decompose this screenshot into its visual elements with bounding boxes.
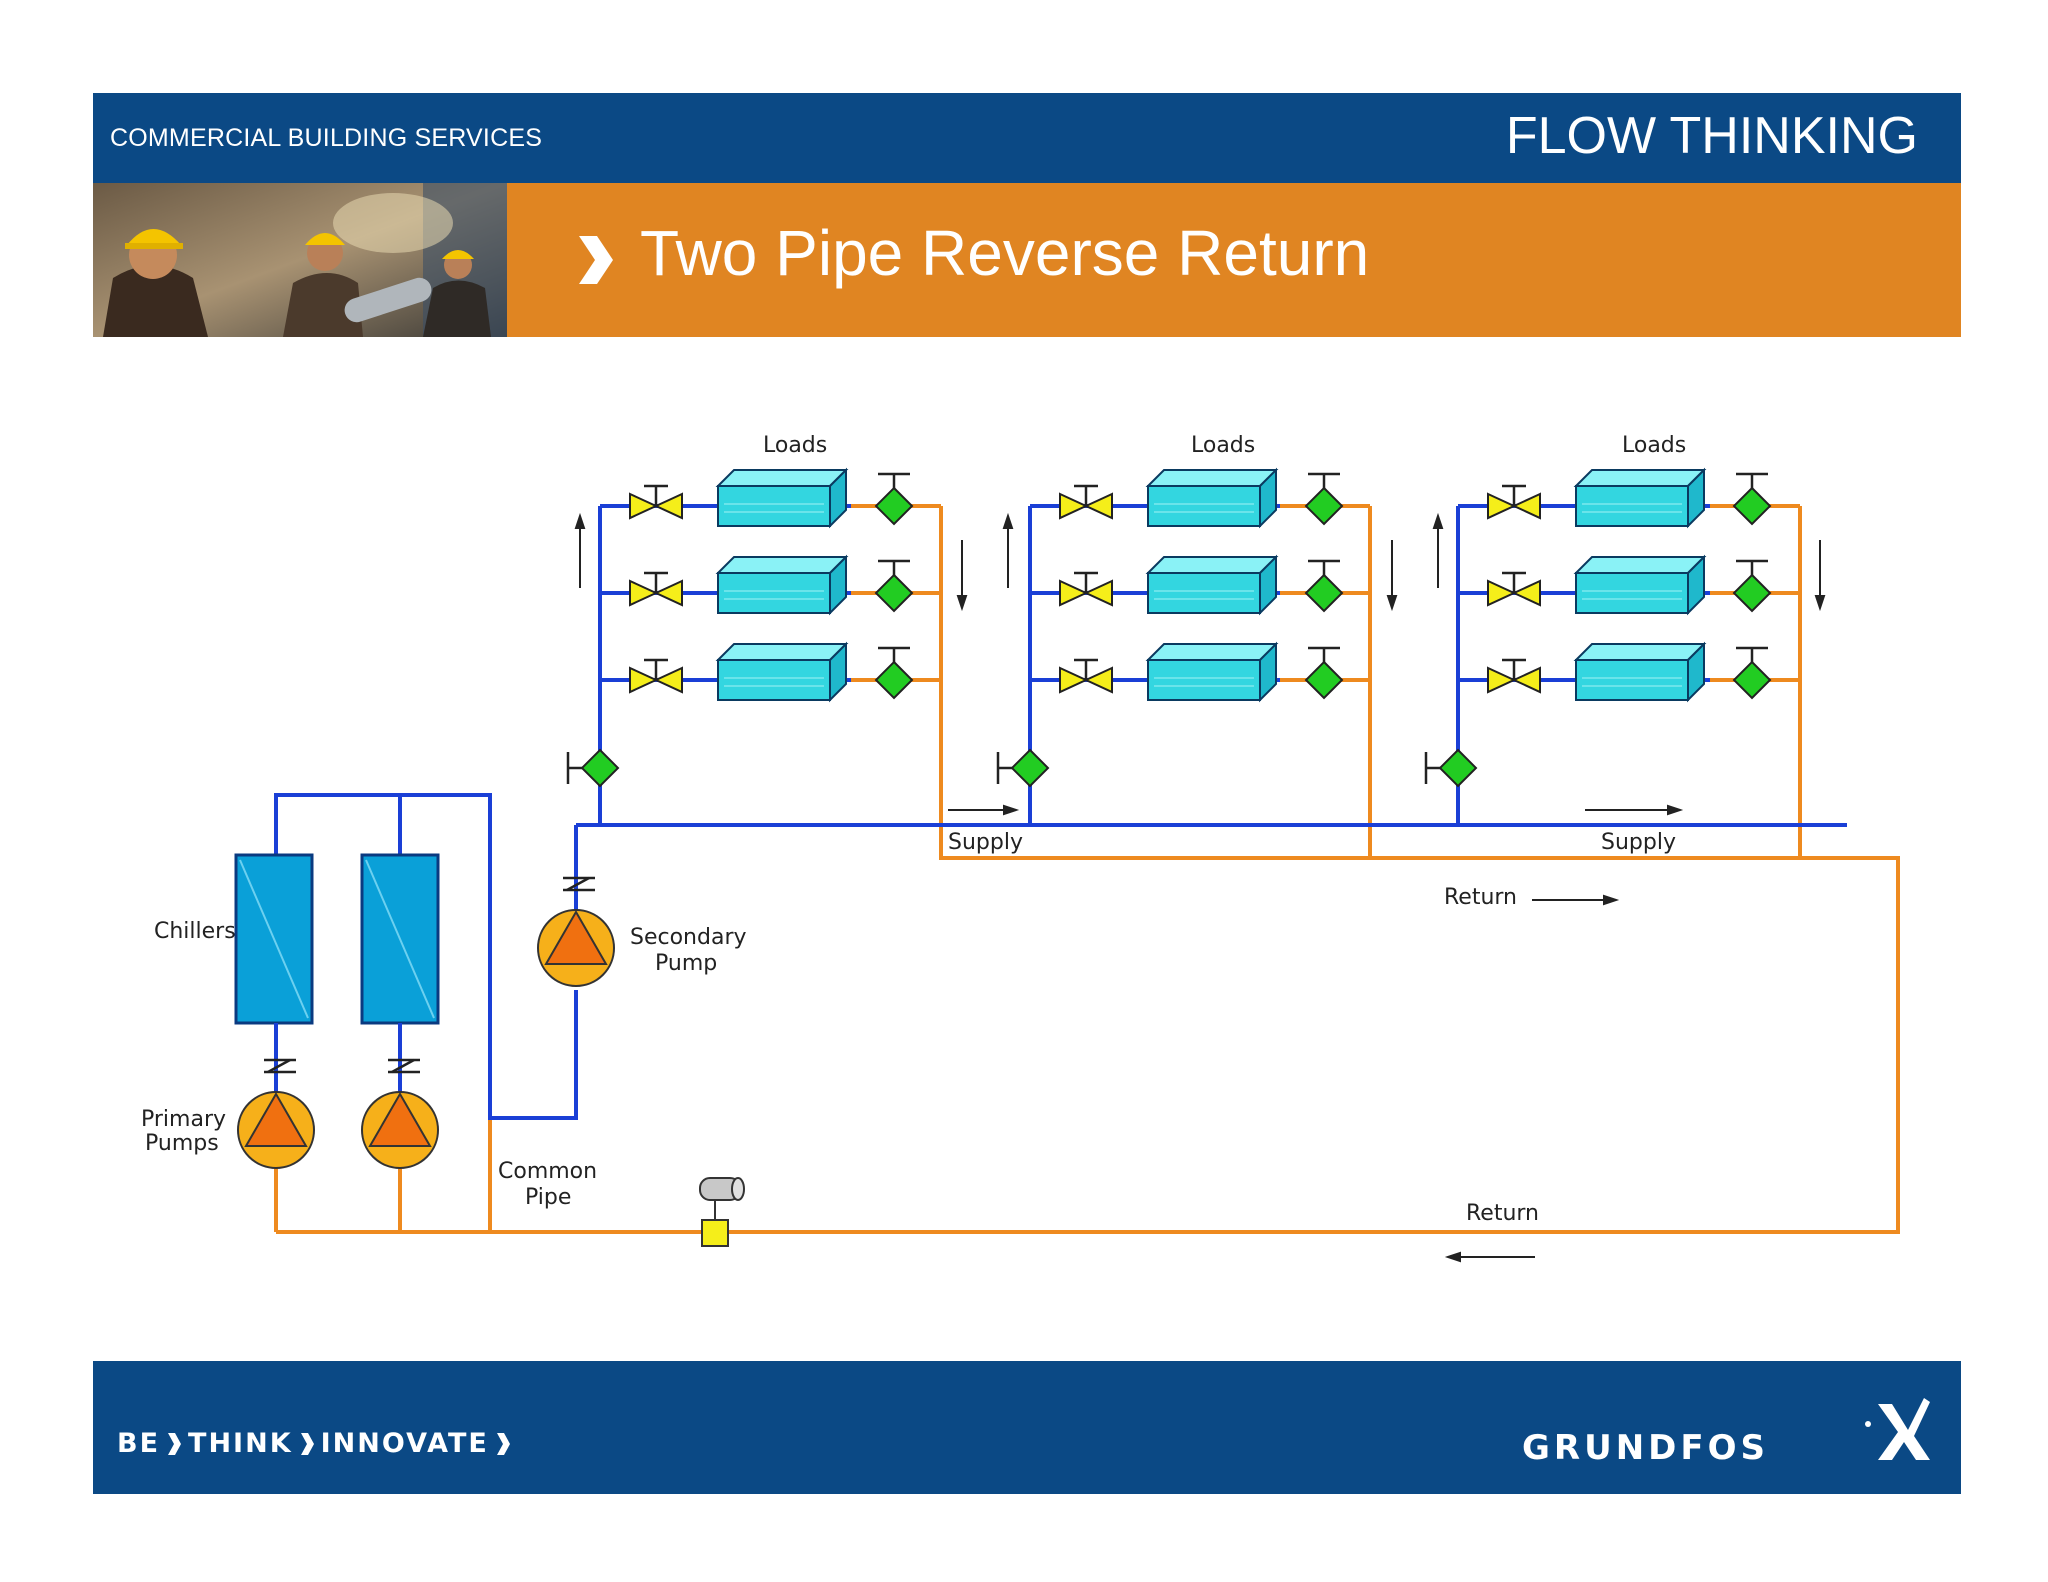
return-label-2: Return <box>1466 1201 1539 1226</box>
coil-unit-icon <box>1147 659 1261 701</box>
chiller-1 <box>234 853 314 1025</box>
motto-word-think: THINK <box>188 1428 293 1459</box>
loads-label-1: Loads <box>763 433 827 458</box>
coil-unit-icon <box>1575 485 1689 527</box>
balancing-valve-icon <box>874 573 914 613</box>
chiller-2 <box>360 853 440 1025</box>
coil-top <box>715 643 849 661</box>
primary-pump-1-icon <box>237 1091 315 1169</box>
control-valve-icon <box>1511 579 1541 607</box>
footer-band <box>93 1361 1961 1494</box>
workers-photo <box>93 183 507 337</box>
balancing-valve-icon <box>874 486 914 526</box>
flow-arrows <box>574 512 1826 1263</box>
grundfos-x-icon <box>1865 1398 1930 1460</box>
balancing-valve-icon <box>1304 660 1344 700</box>
control-valve-icon <box>1083 666 1113 694</box>
motto: BE THINK INNOVATE <box>117 1428 517 1459</box>
control-valve-icon <box>1083 579 1113 607</box>
balancing-valve-icon <box>1732 573 1772 613</box>
control-valve-icon <box>653 666 683 694</box>
control-valve-icon <box>1487 666 1517 694</box>
brand-tagline: FLOW THINKING <box>1505 107 1918 165</box>
coil-unit-icon <box>1575 572 1689 614</box>
chevron-right-icon <box>496 1432 510 1455</box>
secondary-pump-label-line2: Pump <box>655 951 717 976</box>
slide-title: Two Pipe Reverse Return <box>640 217 1370 289</box>
header-band <box>93 93 1961 183</box>
balancing-valve-icon <box>1304 573 1344 613</box>
supply-label-2: Supply <box>1601 830 1676 855</box>
riser-balancing-valve-icon <box>566 748 1478 788</box>
loads-label-3: Loads <box>1622 433 1686 458</box>
primary-pump-2-icon <box>361 1091 439 1169</box>
control-valve-icon <box>1059 579 1089 607</box>
coil-top <box>715 556 849 574</box>
coil-top <box>1573 469 1707 487</box>
grundfos-logo-text: GRUNDFOS <box>1522 1428 1769 1468</box>
expansion-tank-icon <box>699 1177 745 1247</box>
section-label: COMMERCIAL BUILDING SERVICES <box>110 124 543 152</box>
motto-word-be: BE <box>117 1428 161 1459</box>
coil-top <box>1573 556 1707 574</box>
return-label-1: Return <box>1444 885 1517 910</box>
chevron-right-icon <box>168 1432 182 1455</box>
coil-unit-icon <box>717 572 831 614</box>
balancing-valve-icon <box>1732 660 1772 700</box>
control-valve-icon <box>629 579 659 607</box>
coil-unit-icon <box>1147 485 1261 527</box>
motto-word-innovate: INNOVATE <box>320 1428 489 1459</box>
control-valve-icon <box>653 579 683 607</box>
control-valve-icon <box>1059 492 1089 520</box>
coil-unit-icon <box>1575 659 1689 701</box>
loads-label-2: Loads <box>1191 433 1255 458</box>
coil-unit-icon <box>1147 572 1261 614</box>
primary-pumps-label-line2: Pumps <box>145 1131 219 1156</box>
control-valve-icon <box>1083 492 1113 520</box>
control-valve-icon <box>653 492 683 520</box>
coil-top <box>1145 556 1279 574</box>
balancing-valve-icon <box>874 660 914 700</box>
secondary-pump-label-line1: Secondary <box>630 925 747 950</box>
primary-pumps-label-line1: Primary <box>141 1107 226 1132</box>
control-valve-icon <box>1511 492 1541 520</box>
control-valve-icon <box>1487 579 1517 607</box>
control-valve-icon <box>1487 492 1517 520</box>
control-valve-icon <box>629 666 659 694</box>
chillers-label: Chillers <box>154 919 236 944</box>
control-valve-icon <box>629 492 659 520</box>
title-chevron-icon <box>579 236 613 284</box>
coil-top <box>715 469 849 487</box>
supply-label-1: Supply <box>948 830 1023 855</box>
control-valve-icon <box>1059 666 1089 694</box>
coil-top <box>1145 643 1279 661</box>
check-valve-icon <box>264 876 595 1074</box>
return-piping <box>274 504 1900 1234</box>
coil-top <box>1573 643 1707 661</box>
coil-unit-icon <box>717 485 831 527</box>
coil-top <box>1145 469 1279 487</box>
common-pipe-label-line1: Common <box>498 1159 597 1184</box>
chevron-right-icon <box>300 1432 314 1455</box>
control-valve-icon <box>1511 666 1541 694</box>
coil-unit-icon <box>717 659 831 701</box>
common-pipe-label-line2: Pipe <box>525 1185 571 1210</box>
balancing-valve-icon <box>1732 486 1772 526</box>
secondary-pump-icon <box>537 909 615 987</box>
balancing-valve-icon <box>1304 486 1344 526</box>
